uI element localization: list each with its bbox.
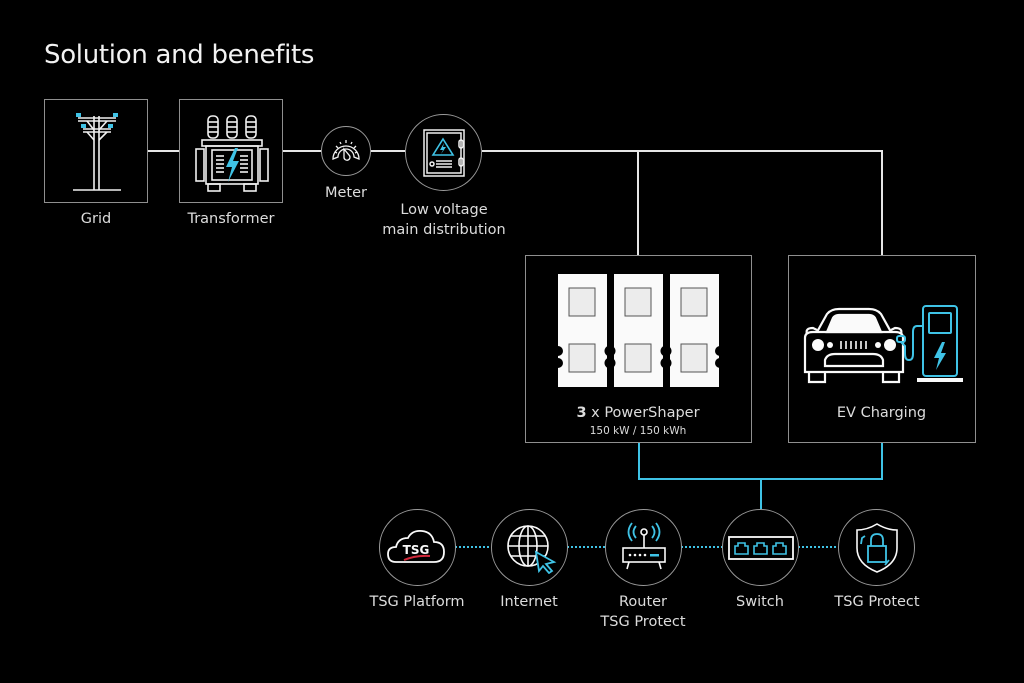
battery-cabinets-icon xyxy=(556,274,722,387)
distribution-label-line2: main distribution xyxy=(382,222,506,238)
power-bus xyxy=(482,150,883,255)
tsg-platform-node: TSG xyxy=(379,509,456,586)
tsg-logo-text: TSG xyxy=(403,543,430,557)
distribution-node xyxy=(405,114,482,191)
meter-label: Meter xyxy=(325,185,367,201)
ev-charging-label: EV Charging xyxy=(836,405,927,421)
internet-label: Internet xyxy=(500,594,558,610)
grid-node xyxy=(44,99,148,203)
globe-cursor-icon xyxy=(507,525,557,574)
tsg-protect-node xyxy=(838,509,915,586)
car-and-charger-icon xyxy=(803,305,963,384)
switch-label: Switch xyxy=(736,594,784,610)
powershaper-count: 3 xyxy=(576,405,587,421)
powershaper-name: x PowerShaper xyxy=(586,405,700,421)
data-bus xyxy=(638,442,883,480)
router-label-line1: Router xyxy=(618,594,668,610)
powershaper-node: 3 x PowerShaper 150 kW / 150 kWh xyxy=(525,255,752,443)
transformer-label: Transformer xyxy=(187,211,275,227)
transformer-node xyxy=(179,99,283,203)
powershaper-label: 3 x PowerShaper xyxy=(526,403,750,423)
shield-lock-icon xyxy=(856,523,898,573)
switch-node xyxy=(722,509,799,586)
cloud-icon: TSG xyxy=(387,529,445,563)
powershaper-spec: 150 kW / 150 kWh xyxy=(589,425,687,437)
router-label-line2: TSG Protect xyxy=(600,614,686,630)
power-pole-icon xyxy=(73,113,121,191)
router-icon xyxy=(622,522,666,570)
tsg-platform-label: TSG Platform xyxy=(369,594,465,610)
ev-charging-node: EV Charging xyxy=(788,255,976,443)
page-title: Solution and benefits xyxy=(44,40,315,70)
network-switch-icon xyxy=(728,536,794,560)
tsg-protect-label: TSG Protect xyxy=(834,594,920,610)
grid-label: Grid xyxy=(80,211,112,227)
distribution-label-line1: Low voltage xyxy=(400,202,488,218)
meter-node xyxy=(321,126,371,176)
electrical-cabinet-icon xyxy=(423,129,465,177)
transformer-icon xyxy=(195,115,269,192)
gauge-icon xyxy=(332,140,360,161)
router-node xyxy=(605,509,682,586)
internet-node xyxy=(491,509,568,586)
